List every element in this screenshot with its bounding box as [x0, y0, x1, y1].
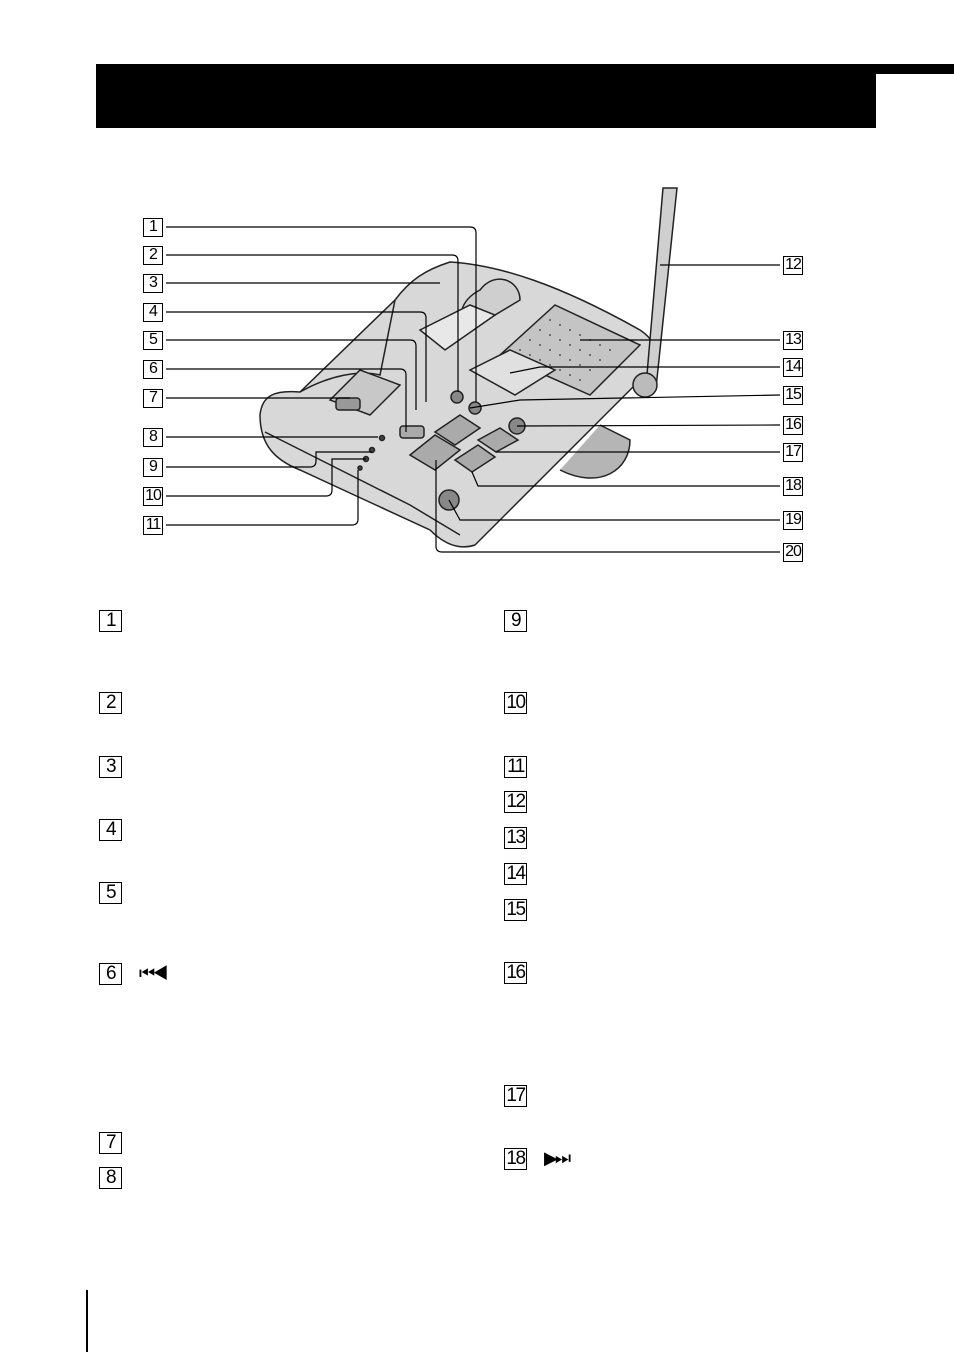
list-number-2: 2 [99, 692, 122, 714]
callout-16: 16 [783, 416, 803, 435]
callout-11: 11 [143, 516, 163, 535]
page-margin-rule [86, 1290, 88, 1352]
section-header-bar [96, 64, 876, 128]
callout-4: 4 [143, 303, 163, 322]
list-number-10: 10 [504, 692, 527, 714]
callout-9: 9 [143, 458, 163, 477]
list-number-8: 8 [99, 1167, 122, 1189]
list-number-16: 16 [504, 962, 527, 984]
list-number-3: 3 [99, 756, 122, 778]
list-number-4: 4 [99, 819, 122, 841]
callout-20: 20 [783, 543, 803, 562]
previous-track-icon: ⏮◀ [139, 963, 168, 983]
list-number-18: 18 [504, 1148, 527, 1170]
callout-1: 1 [143, 218, 163, 237]
list-number-15: 15 [504, 899, 527, 921]
callout-14: 14 [783, 358, 803, 377]
list-number-1: 1 [99, 610, 122, 632]
base-unit-illustration [166, 187, 781, 553]
callout-5: 5 [143, 331, 163, 350]
callout-13: 13 [783, 331, 803, 350]
list-number-5: 5 [99, 882, 122, 904]
list-number-9: 9 [504, 610, 527, 632]
callout-17: 17 [783, 443, 803, 462]
next-track-icon: ▶⏭ [544, 1148, 571, 1168]
callout-2: 2 [143, 246, 163, 265]
list-number-17: 17 [504, 1085, 527, 1107]
callout-8: 8 [143, 428, 163, 447]
callout-15: 15 [783, 386, 803, 405]
list-number-6: 6 [99, 963, 122, 985]
base-unit-figure [0, 170, 954, 570]
callout-10: 10 [143, 487, 163, 506]
callout-12: 12 [783, 256, 803, 275]
list-number-12: 12 [504, 791, 527, 813]
callout-19: 19 [783, 511, 803, 530]
callout-7: 7 [143, 389, 163, 408]
callout-6: 6 [143, 360, 163, 379]
list-number-7: 7 [99, 1132, 122, 1154]
list-number-14: 14 [504, 863, 527, 885]
list-number-11: 11 [504, 756, 527, 778]
list-number-13: 13 [504, 827, 527, 849]
callout-18: 18 [783, 477, 803, 496]
callout-3: 3 [143, 274, 163, 293]
header-tab-marker [876, 64, 954, 74]
